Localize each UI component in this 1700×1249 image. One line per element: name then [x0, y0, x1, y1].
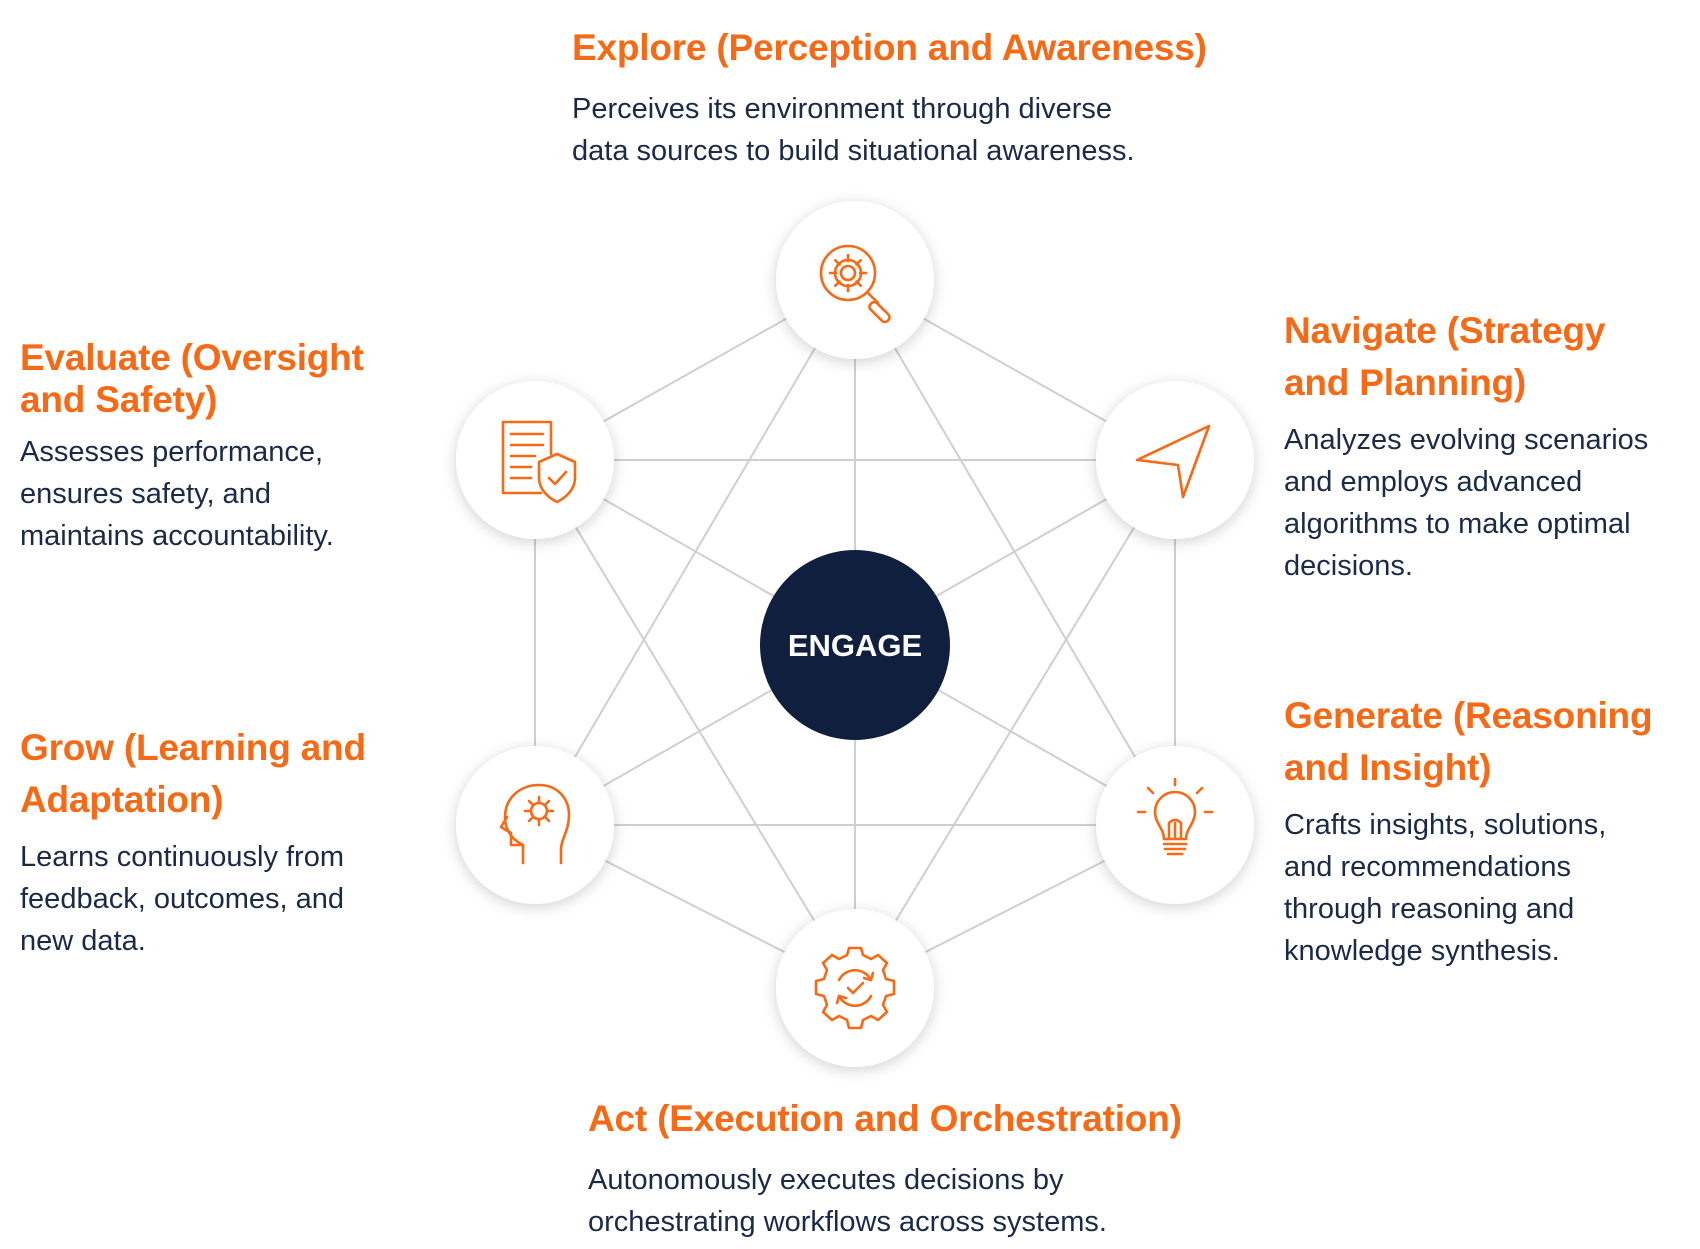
evaluate-title: Evaluate (Oversight and Safety) — [20, 337, 364, 420]
gear-magnifier-icon — [819, 244, 891, 324]
gear-cycle-check-icon — [814, 946, 896, 1030]
explore-title: Explore (Perception and Awareness) — [572, 27, 1207, 68]
grow-text-block: Grow (Learning and Adaptation) Learns co… — [20, 722, 400, 962]
navigate-text-block: Navigate (Strategy and Planning) Analyze… — [1284, 305, 1684, 587]
connector-evaluate-act — [534, 459, 856, 989]
navigate-description: Analyzes evolving scenarios and employs … — [1284, 424, 1649, 582]
act-title: Act (Execution and Orchestration) — [588, 1098, 1182, 1139]
act-text-block: Act (Execution and Orchestration) Autono… — [588, 1093, 1288, 1243]
evaluate-text-block: Evaluate (Oversight and Safety) Assesses… — [20, 337, 400, 557]
navigate-title: Navigate (Strategy and Planning) — [1284, 310, 1606, 403]
lightbulb-icon — [1136, 777, 1214, 856]
node-evaluate — [456, 381, 614, 539]
act-description: Autonomously executes decisions by orche… — [588, 1164, 1107, 1238]
navigation-arrow-icon — [1135, 424, 1211, 499]
center-label: ENGAGE — [788, 628, 922, 663]
generate-description: Crafts insights, solutions, and recommen… — [1284, 809, 1607, 967]
node-navigate — [1096, 381, 1254, 539]
node-generate — [1096, 746, 1254, 904]
head-gear-icon — [499, 783, 571, 865]
evaluate-description: Assesses performance, ensures safety, an… — [20, 436, 334, 552]
generate-text-block: Generate (Reasoning and Insight) Crafts … — [1284, 690, 1684, 972]
explore-text-block: Explore (Perception and Awareness) Perce… — [572, 22, 1272, 172]
node-grow — [456, 746, 614, 904]
document-shield-icon — [501, 420, 577, 504]
node-explore — [776, 201, 934, 359]
connector-explore-generate — [854, 279, 1176, 826]
generate-title: Generate (Reasoning and Insight) — [1284, 695, 1653, 788]
center-node: ENGAGE — [760, 550, 950, 740]
connector-explore-grow — [534, 279, 856, 826]
grow-description: Learns continuously from feedback, outco… — [20, 841, 345, 957]
connector-navigate-act — [854, 459, 1176, 989]
grow-title: Grow (Learning and Adaptation) — [20, 727, 366, 820]
explore-description: Perceives its environment through divers… — [572, 93, 1135, 167]
node-act — [776, 909, 934, 1067]
